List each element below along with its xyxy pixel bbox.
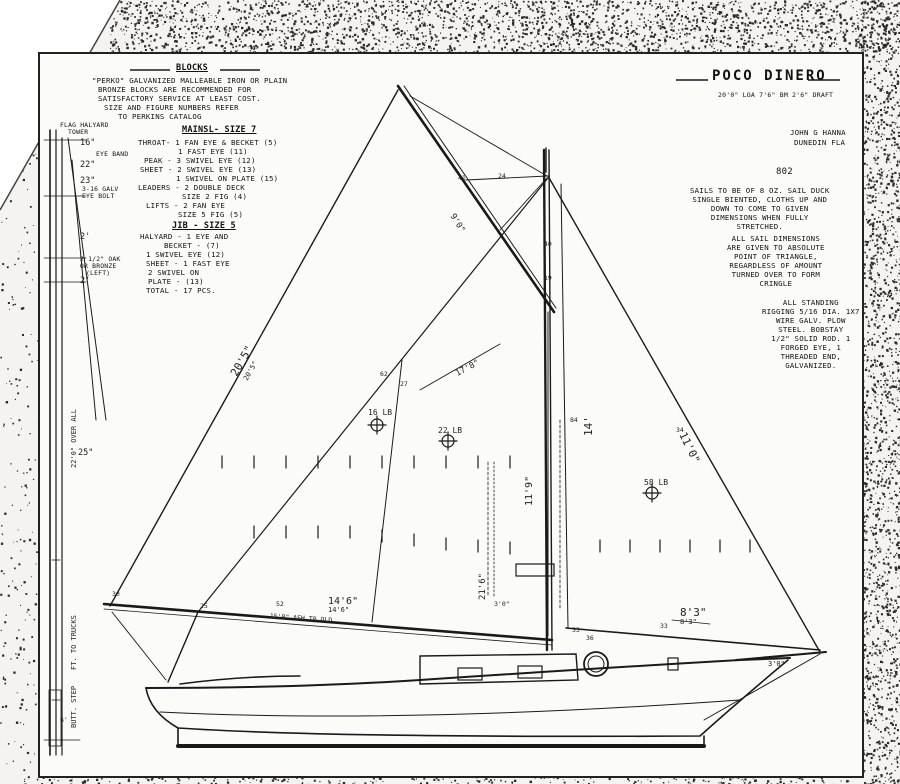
dim-line bbox=[671, 619, 711, 625]
porthole bbox=[583, 651, 609, 677]
ballast-weight-label: 58 LB bbox=[644, 478, 669, 487]
jib-blocks-list: HALYARD - 1 EYE AND BECKET - (7) 1 SWIVE… bbox=[140, 232, 230, 295]
peak-halyard bbox=[499, 177, 548, 231]
drawing-subtitle: 20'0" LOA 7'6" BM 2'6" DRAFT bbox=[718, 91, 834, 99]
designer-city: DUNEDIN FLA bbox=[794, 138, 846, 147]
small-mark: 84 bbox=[570, 416, 578, 424]
ballast-weight-label: 22 LB bbox=[438, 426, 463, 435]
small-mark: 25 bbox=[200, 602, 208, 610]
blocks-heading: BLOCKS bbox=[176, 63, 208, 73]
small-mark: 34 bbox=[676, 426, 684, 434]
reef-points bbox=[221, 455, 751, 555]
drawing-sheet bbox=[38, 52, 864, 778]
cabin bbox=[419, 653, 579, 685]
small-mark: 53 bbox=[572, 626, 580, 634]
porthole bbox=[587, 655, 605, 673]
mast-detail-line bbox=[71, 159, 97, 421]
small-mark: 27 bbox=[400, 380, 408, 388]
mainsail-blocks-list: THROAT- 1 FAN EYE & BECKET (5) 1 FAST EY… bbox=[138, 138, 279, 219]
gaff bbox=[396, 84, 556, 314]
hull-sheer bbox=[145, 657, 791, 689]
small-mark: 3'0" bbox=[494, 600, 510, 608]
jib-foot bbox=[565, 627, 821, 651]
foot-dimension: 8'3" bbox=[680, 606, 707, 619]
small-mark: 30 bbox=[112, 590, 120, 598]
mast-dim-label: 23" bbox=[80, 176, 96, 186]
mast-dim-label: 2' bbox=[80, 276, 91, 286]
mast-overall-label: 22'0" OVER ALL bbox=[70, 408, 78, 468]
keel-profile bbox=[177, 727, 705, 747]
mainsail-blocks-heading: MAINSL- SIZE 7 bbox=[182, 125, 257, 135]
mast-height-dimension: 11'9" bbox=[524, 475, 535, 506]
mast-dim-label: 22" bbox=[80, 160, 96, 170]
mast-dim-label: 2' bbox=[80, 232, 91, 242]
boom-dimension: 14'6" bbox=[328, 596, 359, 607]
small-mark: 6' bbox=[60, 716, 68, 724]
leech-vertical-dimension: 21'6" bbox=[478, 572, 488, 600]
mainsail-diagonal bbox=[197, 177, 549, 613]
ballast-marker bbox=[367, 415, 662, 503]
mast-dim-label: 25" bbox=[78, 448, 94, 458]
peak-halyard bbox=[465, 175, 548, 181]
jib-luff bbox=[547, 175, 821, 653]
hatch bbox=[515, 563, 555, 577]
drawing-title: POCO DINERO bbox=[712, 68, 827, 84]
mainsail-diagonal bbox=[419, 343, 501, 391]
mast bbox=[548, 149, 553, 651]
small-mark: 52 bbox=[276, 600, 284, 608]
small-mark: 40 bbox=[544, 240, 552, 248]
gaff bbox=[403, 85, 557, 309]
designer-name: JOHN G HANNA bbox=[790, 128, 846, 137]
jib-leech-dimension: 14' bbox=[582, 416, 595, 436]
jib-leech bbox=[560, 183, 569, 629]
sheet-number: 802 bbox=[776, 167, 793, 177]
small-mark: 62 bbox=[380, 370, 388, 378]
small-mark: 24 bbox=[498, 172, 506, 180]
cabin-window bbox=[457, 667, 483, 681]
foot-small-dimension: 8'3" bbox=[680, 618, 697, 626]
cabin-window bbox=[517, 665, 543, 679]
mast-dim-label: 16" bbox=[80, 138, 96, 148]
small-mark: 36 bbox=[586, 634, 594, 642]
mast bbox=[542, 148, 549, 652]
mast-partners-label: FT. TO TRUCKS bbox=[70, 615, 78, 670]
small-mark: 33 bbox=[660, 622, 668, 630]
small-mark: 19 bbox=[544, 274, 552, 282]
mainsail-leech bbox=[109, 89, 399, 607]
coaming bbox=[179, 675, 301, 685]
ballast-weight-label: 16 LB bbox=[368, 408, 393, 417]
topping-lift bbox=[111, 611, 167, 681]
hull-waterline bbox=[159, 699, 741, 717]
hull-bottom bbox=[145, 659, 789, 738]
boom-small-dimension: 14'6" bbox=[328, 606, 350, 614]
bobstay bbox=[703, 653, 821, 721]
eye-band-label: EYE BAND bbox=[96, 150, 129, 158]
bowsprit bbox=[735, 651, 827, 661]
blocks-intro: "PERKO" GALVANIZED MALLEABLE IRON OR PLA… bbox=[92, 76, 288, 121]
boom bbox=[102, 602, 554, 642]
boom bbox=[103, 608, 553, 646]
topping-lift bbox=[167, 611, 199, 683]
mast-butt bbox=[48, 689, 62, 747]
deck-fitting bbox=[667, 657, 679, 671]
jib-blocks-heading: JIB - SIZE 5 bbox=[172, 221, 236, 231]
bowsprit-dimension: 3'0" bbox=[768, 660, 785, 668]
staysail-leech bbox=[371, 359, 403, 623]
small-mark: 41 bbox=[458, 174, 466, 182]
peak-halyard bbox=[409, 95, 548, 177]
mast-step-label: BUTT. STEP bbox=[70, 685, 78, 728]
